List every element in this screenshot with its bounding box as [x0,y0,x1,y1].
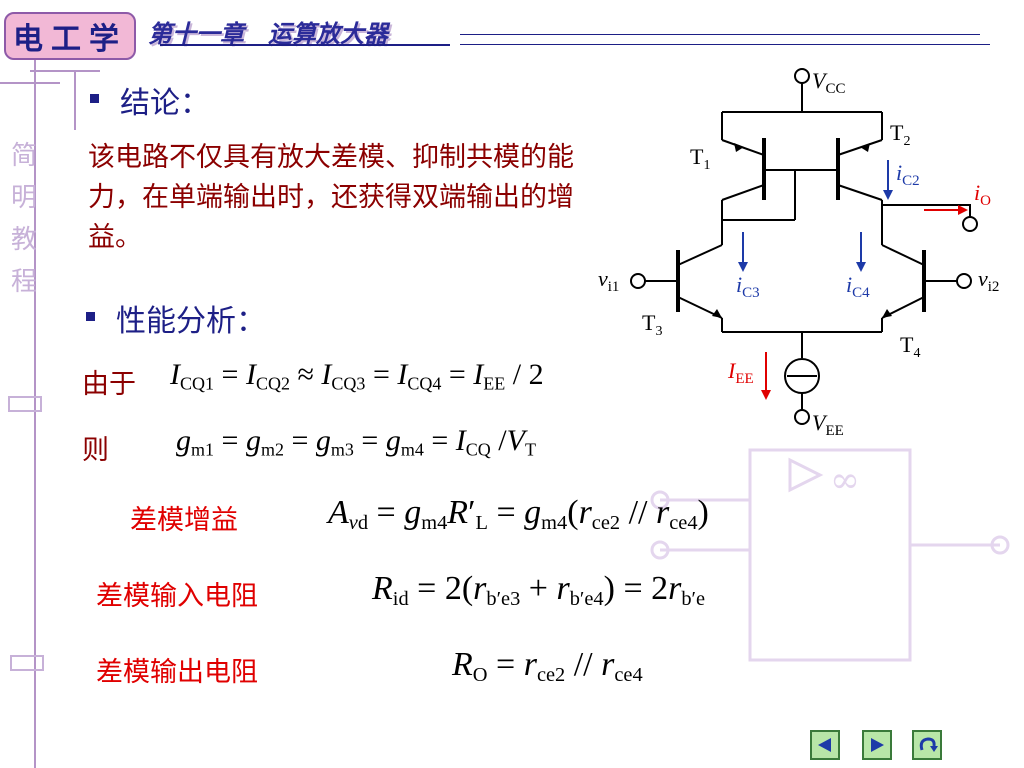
iee-label: I [727,358,737,383]
analysis-heading: 性能分析： [116,304,266,339]
logo: 电工学 [4,12,136,60]
vi2-sub: i2 [988,279,1000,295]
left-deco-box-1 [8,396,42,412]
header-underline [160,44,450,46]
background-opamp-watermark: ∞ [650,448,1010,662]
side-title-char: 教 [10,225,37,255]
bullet-square [90,94,99,103]
svg-text:iO: iO [974,180,991,209]
svg-text:iC3: iC3 [736,272,760,301]
ic4-label: i [846,272,852,297]
svg-text:vi2: vi2 [978,266,999,295]
ic2-label: i [896,160,902,185]
circuit-diagram: VCC VEE T1 T2 T3 T4 iC2 iC3 iC4 iO IEE v… [598,68,999,439]
side-vertical-title: 简 明 教 程 [6,135,42,303]
svg-text:T4: T4 [900,332,920,361]
svg-text:T1: T1 [690,144,710,173]
vi2-label: v [978,266,988,291]
left-deco-line-1 [0,82,60,84]
left-deco-line-3 [74,70,76,130]
conclusion-heading: 结论： [120,86,210,121]
vi1-label: v [598,266,608,291]
left-deco-line-2 [30,70,100,72]
ic3-label: i [736,272,742,297]
left-frame-line [34,60,36,768]
vee-label: V [812,410,828,435]
svg-text:T2: T2 [890,120,910,149]
t1-label: T [690,144,704,169]
vcc-label: V [812,68,828,93]
triangle-right-icon [871,738,884,752]
svg-text:vi1: vi1 [598,266,619,295]
ic2-sub: C2 [902,173,920,189]
t2-sub: 2 [903,134,910,149]
diff-output-res-label: 差模输出电阻 [96,657,258,688]
side-title-char: 明 [10,183,37,213]
prev-slide-button[interactable] [810,730,840,760]
next-slide-button[interactable] [862,730,892,760]
svg-text:VCC: VCC [812,68,845,97]
svg-text:IEE: IEE [727,358,754,387]
ic3-sub: C3 [742,285,760,301]
iee-sub: EE [735,371,753,387]
conclusion-paragraph: 该电路不仅具有放大差模、抑制共模的能力，在单端输出时，还获得双端输出的增益。 [88,142,574,253]
side-title-char: 简 [10,141,37,171]
equation-gm: gm1 = gm2 = gm3 = gm4 = ICQ /VT [176,424,536,460]
header-rule-2 [460,44,990,45]
equation-icq: ICQ1 = ICQ2 ≈ ICQ3 = ICQ4 = IEE / 2 [170,358,544,394]
t4-label: T [900,332,914,357]
logo-text: 电工学 [13,22,127,57]
equation-ro: RO = rce2 // rce4 [452,646,643,687]
header-rule-1 [460,34,980,35]
io-sub: O [980,193,991,209]
svg-text:iC2: iC2 [896,160,920,189]
svg-text:iC4: iC4 [846,272,870,301]
equation-avd: Avd = gm4R′L = gm4(rce2 // rce4) [328,494,709,535]
side-title-char: 程 [10,267,37,297]
then-label: 则 [82,435,109,466]
svg-text:T3: T3 [642,310,662,339]
since-label: 由于 [82,369,136,400]
vi1-sub: i1 [608,279,620,295]
equation-rid: Rid = 2(rb′e3 + rb′e4) = 2rb′e [372,570,706,611]
bullet-square [86,312,95,321]
chapter-title: 第十一章 运算放大器 [148,19,388,48]
return-arrow-icon [919,737,938,752]
triangle-left-icon [818,738,831,752]
io-label: i [974,180,980,205]
t3-sub: 3 [655,324,662,339]
t3-label: T [642,310,656,335]
svg-text:∞: ∞ [830,460,860,501]
t4-sub: 4 [913,346,920,361]
diff-input-res-label: 差模输入电阻 [96,581,258,612]
return-button[interactable] [912,730,942,760]
vcc-sub: CC [825,81,845,97]
t1-sub: 1 [703,158,710,173]
t2-label: T [890,120,904,145]
left-deco-box-2 [10,655,44,671]
diff-gain-label: 差模增益 [130,505,238,536]
svg-text:VEE: VEE [812,410,844,439]
ic4-sub: C4 [852,285,870,301]
vee-sub: EE [825,423,843,439]
